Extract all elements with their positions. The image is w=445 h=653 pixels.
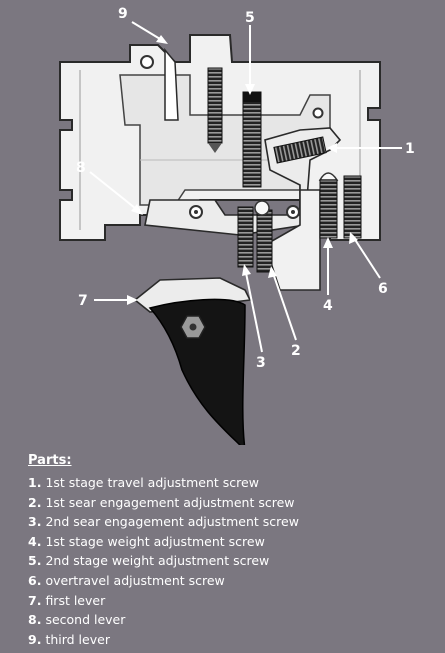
part-label: first lever	[45, 592, 106, 608]
part-label: 2nd sear engagement adjustment screw	[45, 514, 299, 530]
callout-1: 1	[405, 141, 415, 157]
part-number: 4.	[28, 533, 42, 549]
ball-plunger	[254, 200, 270, 216]
part-label: 2nd stage weight adjustment screw	[45, 553, 270, 569]
part-number: 7.	[28, 592, 42, 608]
callout-leaders	[89, 21, 402, 353]
list-item: 4. 1st stage weight adjustment screw	[28, 532, 438, 552]
list-item: 5. 2nd stage weight adjustment screw	[28, 551, 438, 571]
part-number: 1.	[28, 475, 42, 490]
part-number: 5.	[28, 553, 42, 569]
part-number: 3.	[28, 514, 42, 530]
part-label: second lever	[45, 612, 126, 628]
screw-left-vertical	[207, 67, 223, 144]
parts-legend: Parts: 1. 1st stage travel adjustment sc…	[28, 452, 438, 649]
screw-4-body	[319, 179, 338, 239]
callout-4: 4	[323, 298, 333, 314]
part-label: overtravel adjustment screw	[45, 572, 225, 588]
part-number: 9.	[28, 631, 42, 647]
callout-9: 9	[118, 6, 128, 22]
list-item: 6. overtravel adjustment screw	[28, 571, 438, 591]
list-item: 9. third lever	[28, 630, 438, 650]
list-item: 7. first lever	[28, 591, 438, 611]
list-item: 2. 1st sear engagement adjustment screw	[28, 493, 438, 513]
screw-3-body	[237, 206, 254, 268]
part-label: third lever	[45, 631, 110, 647]
callout-6: 6	[378, 281, 388, 297]
parts-list: 1. 1st stage travel adjustment screw 2. …	[28, 473, 438, 649]
part-number: 8.	[28, 612, 42, 628]
part-label: 1st stage travel adjustment screw	[45, 475, 259, 490]
list-item: 3. 2nd sear engagement adjustment screw	[28, 512, 438, 532]
part-number: 6.	[28, 572, 42, 588]
part-number: 2.	[28, 494, 42, 510]
screw-2-body	[256, 209, 273, 273]
callout-7: 7	[78, 293, 88, 309]
list-item: 8. second lever	[28, 610, 438, 630]
callout-2: 2	[291, 343, 301, 359]
callout-8: 8	[76, 160, 86, 176]
screw-1-body	[273, 136, 327, 164]
right-block	[264, 107, 324, 291]
callout-5: 5	[245, 10, 255, 26]
screw-5-body	[242, 91, 262, 188]
callout-3: 3	[256, 355, 266, 371]
callout-arrowheads	[127, 35, 358, 305]
trigger-diagram: 9 5 1 8 4 6 7 3 2	[59, 6, 415, 445]
parts-heading: Parts:	[28, 453, 72, 468]
part-label: 1st stage weight adjustment screw	[45, 533, 265, 549]
pivot-pin	[140, 55, 154, 69]
screw-left-tip	[208, 143, 222, 153]
list-item: 1. 1st stage travel adjustment screw	[28, 473, 438, 493]
screw-5-head	[243, 92, 261, 102]
screw-6-body	[343, 175, 362, 239]
part-label: 1st sear engagement adjustment screw	[45, 494, 295, 510]
first-lever	[133, 277, 252, 445]
